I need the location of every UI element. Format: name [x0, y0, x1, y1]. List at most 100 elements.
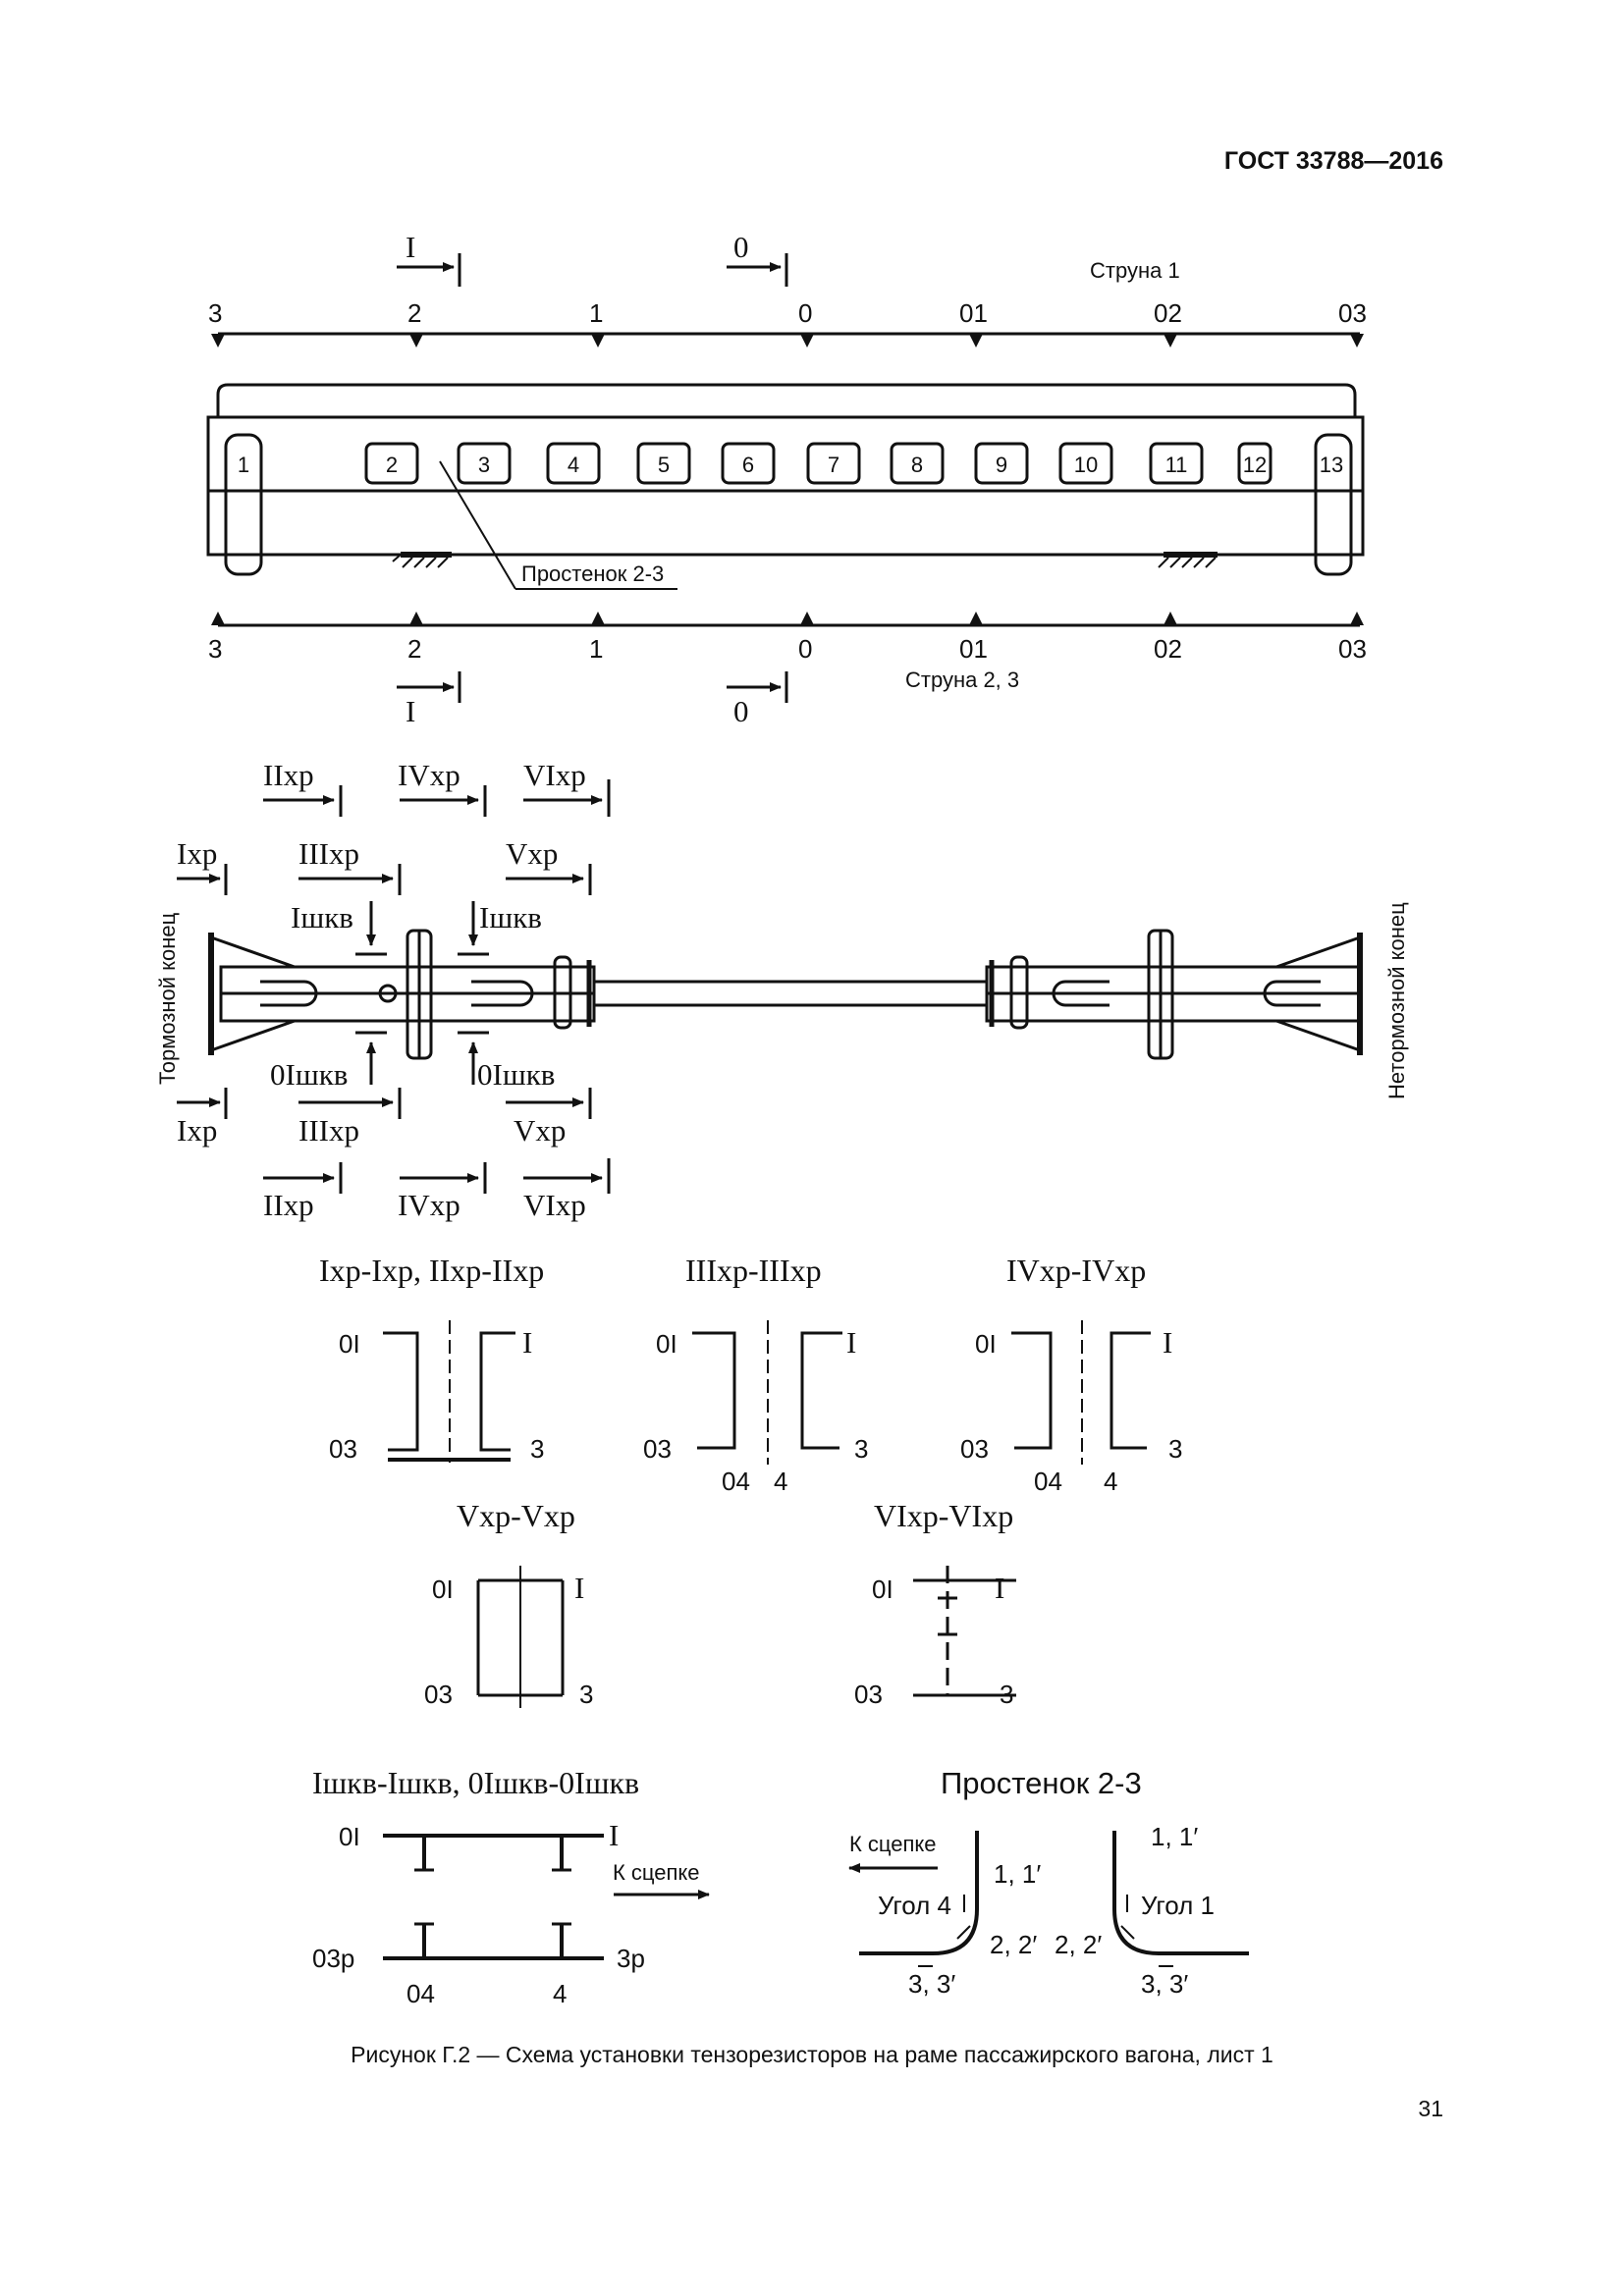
position-label: 01 — [959, 298, 988, 328]
frame-section-label: Vхр — [514, 1113, 566, 1148]
position-label: 0 — [798, 634, 812, 664]
window-number: 9 — [996, 453, 1007, 477]
window-number: 7 — [828, 453, 839, 477]
section-4-drawing — [476, 1566, 565, 1708]
position-label: 02 — [1154, 298, 1182, 328]
gauge-label: 3 — [1168, 1434, 1182, 1464]
section-marker-0-bottom — [727, 671, 788, 703]
gauge-label: 3, 3′ — [1141, 1969, 1188, 1999]
frame-section-markers-top — [177, 779, 611, 895]
brake-end-label: Тормозной конец — [155, 912, 180, 1085]
gauge-label: 1, 1′ — [994, 1859, 1041, 1889]
section-5-drawing — [913, 1566, 1016, 1697]
section-title: Iхр-Iхр, IIхр-IIхр — [319, 1253, 544, 1288]
gauge-label: 04 — [1034, 1467, 1062, 1496]
pier-label: Простенок 2-3 — [521, 561, 664, 586]
gauge-label: 3 — [854, 1434, 868, 1464]
shkv-label: 0Iшкв — [270, 1057, 348, 1092]
section-title: VIхр-VIхр — [874, 1498, 1013, 1533]
section-label-bottom: I — [406, 694, 415, 728]
frame-section-label: IIхр — [263, 1188, 314, 1222]
window-number: 13 — [1320, 453, 1343, 477]
position-label: 3 — [208, 634, 222, 664]
gauge-label: 03 — [643, 1434, 672, 1464]
string-1-line — [211, 332, 1364, 347]
window-number: 3 — [478, 453, 490, 477]
string-23-label: Струна 2, 3 — [905, 667, 1019, 692]
gauge-label: 03 — [424, 1680, 453, 1709]
page-number: 31 — [1418, 2096, 1443, 2121]
section-marker-0-top — [727, 253, 788, 287]
gauge-label: 03 — [854, 1680, 883, 1709]
section-title: IIIхр-IIIхр — [685, 1253, 822, 1288]
gauge-label: 0I — [339, 1329, 360, 1359]
gauge-label: I — [522, 1325, 532, 1360]
position-label: 0 — [798, 298, 812, 328]
gauge-label: I — [574, 1571, 584, 1605]
figure-caption: Рисунок Г.2 — Схема установки тензорезис… — [351, 2042, 1273, 2067]
cross-section-labels: Iхр-Iхр, IIхр-IIхр 0I I 03 3 IIIхр-IIIхр… — [312, 1253, 1215, 2008]
window-number: 6 — [742, 453, 754, 477]
section-title: Vхр-Vхр — [457, 1498, 575, 1533]
section-marker-i-top — [397, 253, 461, 287]
gauge-label: 4 — [1104, 1467, 1117, 1496]
gauge-label: 0I — [432, 1575, 454, 1604]
section-title: Iшкв-Iшкв, 0Iшкв-0Iшкв — [312, 1765, 639, 1800]
section-6-drawing — [383, 1834, 710, 1960]
position-label: 03 — [1338, 298, 1367, 328]
frame-section-label: Vхр — [506, 836, 558, 871]
gauge-label: 2, 2′ — [990, 1930, 1037, 1959]
section-title: IVхр-IVхр — [1006, 1253, 1146, 1288]
position-label: 2 — [407, 634, 421, 664]
position-label: 1 — [589, 634, 603, 664]
gauge-label: 3р — [617, 1944, 645, 1973]
frame-section-markers-bottom — [177, 1088, 611, 1194]
window-number: 2 — [386, 453, 398, 477]
position-label: 2 — [407, 298, 421, 328]
section-1-drawing — [383, 1320, 515, 1463]
coupler-direction-label: К сцепке — [613, 1860, 700, 1885]
windows — [364, 442, 1272, 485]
string-23-line — [211, 612, 1364, 627]
corner-label: Угол 4 — [878, 1891, 951, 1920]
window-number: 5 — [658, 453, 670, 477]
section-label-bottom: 0 — [733, 694, 749, 728]
standard-header: ГОСТ 33788—2016 — [1223, 147, 1443, 175]
frame-section-label: IVхр — [398, 1188, 460, 1222]
gauge-label: 0I — [339, 1822, 360, 1851]
gauge-label: I — [609, 1818, 619, 1852]
string-1-label: Струна 1 — [1090, 258, 1180, 283]
gauge-label: 03 — [329, 1434, 357, 1464]
frame-section-label: IIIхр — [298, 1113, 359, 1148]
section-label-top: I — [406, 230, 415, 264]
gauge-label: I — [995, 1571, 1004, 1605]
gauge-label: 04 — [406, 1979, 435, 2008]
window-number: 10 — [1074, 453, 1098, 477]
frame-section-label: IIхр — [263, 758, 314, 792]
gauge-label: 3, 3′ — [908, 1969, 955, 1999]
section-7-drawing — [848, 1831, 1249, 1967]
section-title: Простенок 2-3 — [941, 1766, 1142, 1800]
section-3-drawing — [1011, 1320, 1151, 1465]
position-label: 01 — [959, 634, 988, 664]
gauge-label: 2, 2′ — [1055, 1930, 1102, 1959]
pier-leader-line — [439, 460, 677, 590]
coupler-direction-label: К сцепке — [849, 1832, 937, 1856]
position-label: 03 — [1338, 634, 1367, 664]
frame-view-labels: Тормозной конец Нетормозной конец IIхр I… — [155, 758, 1409, 1222]
gauge-label: 0I — [872, 1575, 893, 1604]
gauge-label: 4 — [774, 1467, 787, 1496]
shkv-label: 0Iшкв — [477, 1057, 555, 1092]
gauge-label: 03р — [312, 1944, 354, 1973]
section-2-drawing — [692, 1320, 842, 1465]
position-label: 02 — [1154, 634, 1182, 664]
gauge-label: 0I — [975, 1329, 997, 1359]
gauge-label: 0I — [656, 1329, 677, 1359]
window-number: 4 — [568, 453, 579, 477]
frame-section-label: VIхр — [523, 1188, 586, 1222]
nonbrake-end-label: Нетормозной конец — [1384, 902, 1409, 1099]
underframe — [208, 929, 1363, 1060]
frame-section-label: IIIхр — [298, 836, 359, 871]
gauge-label: 3 — [530, 1434, 544, 1464]
